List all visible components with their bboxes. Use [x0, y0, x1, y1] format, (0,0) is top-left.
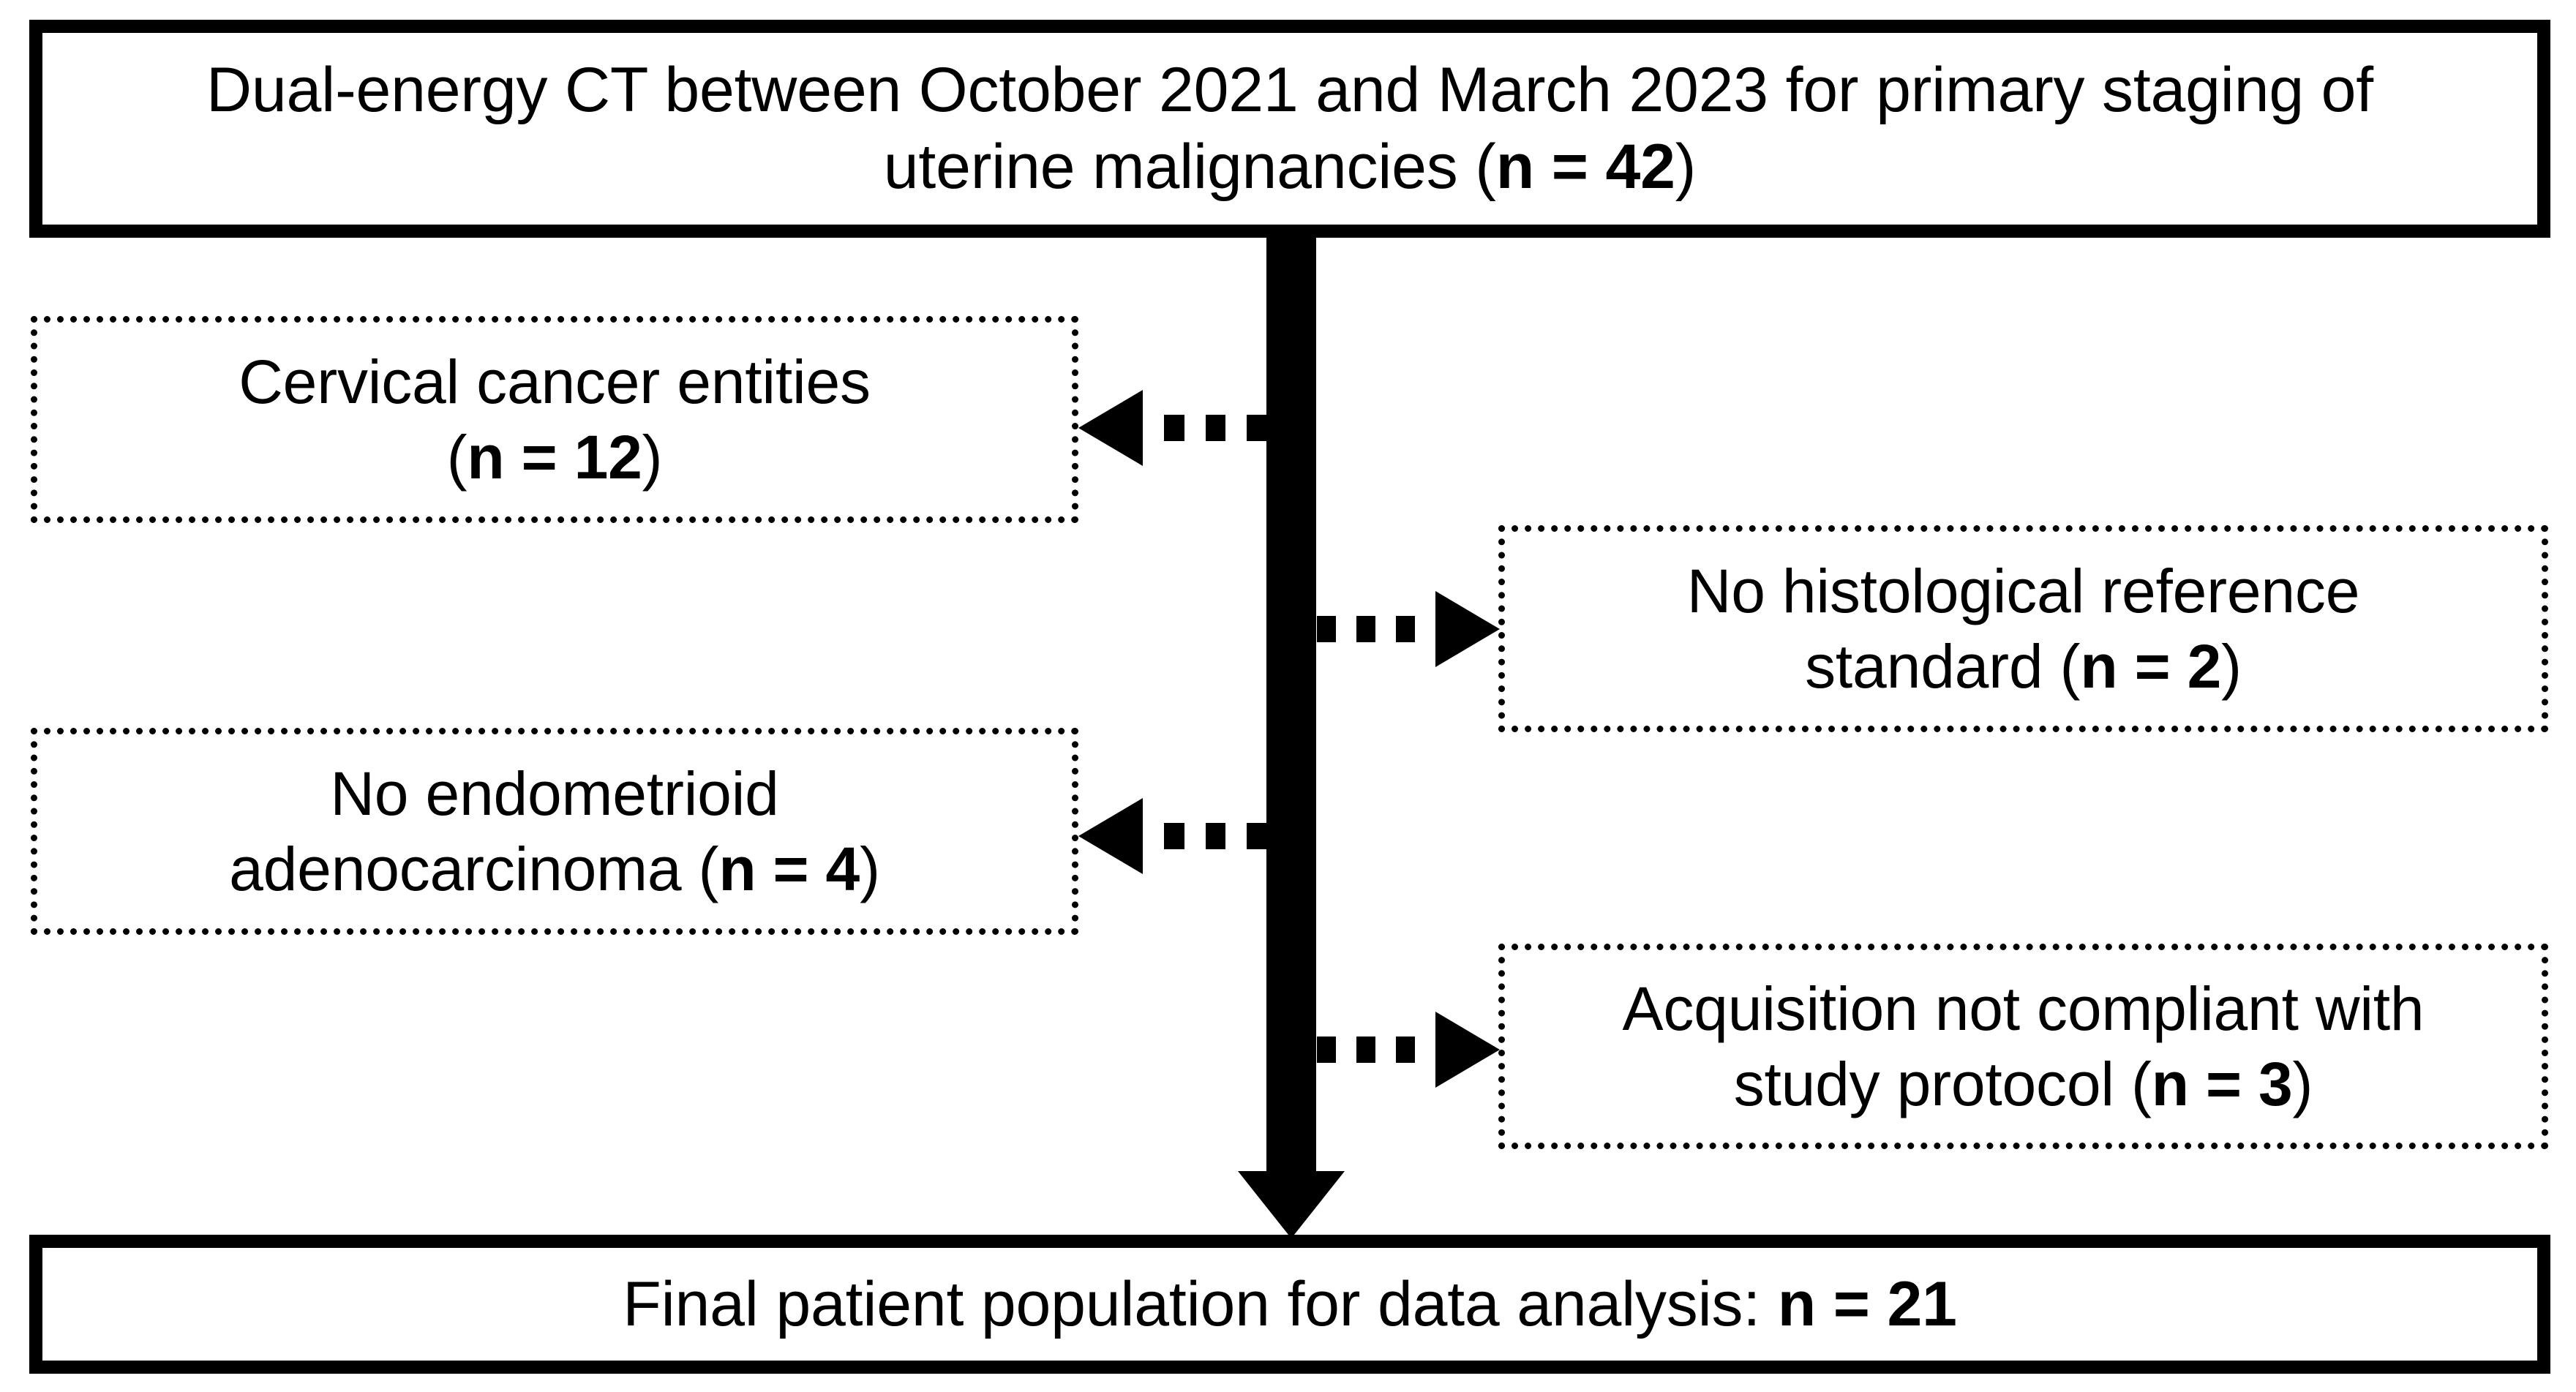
dash-segment [1164, 823, 1184, 849]
arrow-to-no-histological-reference-standard [1317, 591, 1500, 667]
node-no-histological-reference-standard-line1: No histological reference [1686, 557, 2360, 626]
node-final-population-text: Final patient population for data analys… [596, 1266, 1983, 1343]
node-no-endometrioid-adenocarcinoma-line2-prefix: adenocarcinoma ( [229, 834, 719, 903]
node-enrollment-count: n = 42 [1495, 132, 1675, 202]
node-enrollment-line2-suffix: ) [1675, 132, 1697, 202]
node-cervical-cancer-entities: Cervical cancer entities(n = 12) [31, 316, 1078, 523]
dash-segment [1396, 1037, 1416, 1063]
dash-segment [1247, 415, 1267, 441]
node-no-endometrioid-adenocarcinoma-line2-suffix: ) [860, 834, 880, 903]
node-final-population-label: Final patient population for data analys… [623, 1268, 1778, 1339]
node-acquisition-not-compliant-count: n = 3 [2151, 1049, 2293, 1118]
arrowhead-right-icon [1435, 1012, 1500, 1088]
dash-segment [1164, 415, 1184, 441]
node-enrollment-text: Dual-energy CT between October 2021 and … [180, 52, 2400, 206]
node-enrollment-line2-prefix: uterine malignancies ( [883, 132, 1496, 202]
node-cervical-cancer-entities-line2-suffix: ) [642, 422, 663, 492]
dash-segment [1247, 823, 1267, 849]
arrowhead-left-icon [1078, 390, 1143, 466]
dash-segment [1317, 1037, 1337, 1063]
dash-segment [1205, 823, 1226, 849]
node-cervical-cancer-entities-count: n = 12 [467, 422, 642, 492]
dash-segment [1356, 616, 1376, 642]
node-acquisition-not-compliant-line2-suffix: ) [2292, 1049, 2313, 1118]
arrow-to-acquisition-not-compliant [1317, 1012, 1500, 1088]
node-cervical-cancer-entities-text: Cervical cancer entities(n = 12) [212, 345, 897, 494]
dash-segment [1356, 1037, 1376, 1063]
arrowhead-right-icon [1435, 591, 1500, 667]
trunk-arrowhead-icon [1238, 1171, 1345, 1238]
trunk-connector-line [1266, 225, 1316, 1173]
node-cervical-cancer-entities-line2-prefix: ( [446, 422, 467, 492]
arrow-to-no-endometrioid-adenocarcinoma [1078, 798, 1267, 874]
node-enrollment-line1: Dual-energy CT between October 2021 and … [206, 55, 2373, 126]
node-acquisition-not-compliant-line1: Acquisition not compliant with [1622, 974, 2425, 1044]
node-acquisition-not-compliant-line2-prefix: study protocol ( [1733, 1049, 2152, 1118]
node-no-endometrioid-adenocarcinoma-count: n = 4 [718, 834, 860, 903]
arrow-to-cervical-cancer-entities [1078, 390, 1267, 466]
dash-segment [1317, 616, 1337, 642]
node-no-endometrioid-adenocarcinoma-line1: No endometrioid [330, 759, 779, 829]
dash-segment [1396, 616, 1416, 642]
node-enrollment: Dual-energy CT between October 2021 and … [29, 20, 2550, 238]
node-no-histological-reference-standard-line2-prefix: standard ( [1805, 631, 2081, 701]
node-no-histological-reference-standard-line2-suffix: ) [2221, 631, 2242, 701]
arrowhead-left-icon [1078, 798, 1143, 874]
node-cervical-cancer-entities-line1: Cervical cancer entities [239, 347, 871, 417]
dash-segment [1205, 415, 1226, 441]
node-final-population: Final patient population for data analys… [29, 1235, 2550, 1374]
node-no-histological-reference-standard-count: n = 2 [2080, 631, 2222, 701]
node-final-population-count: n = 21 [1777, 1268, 1957, 1339]
